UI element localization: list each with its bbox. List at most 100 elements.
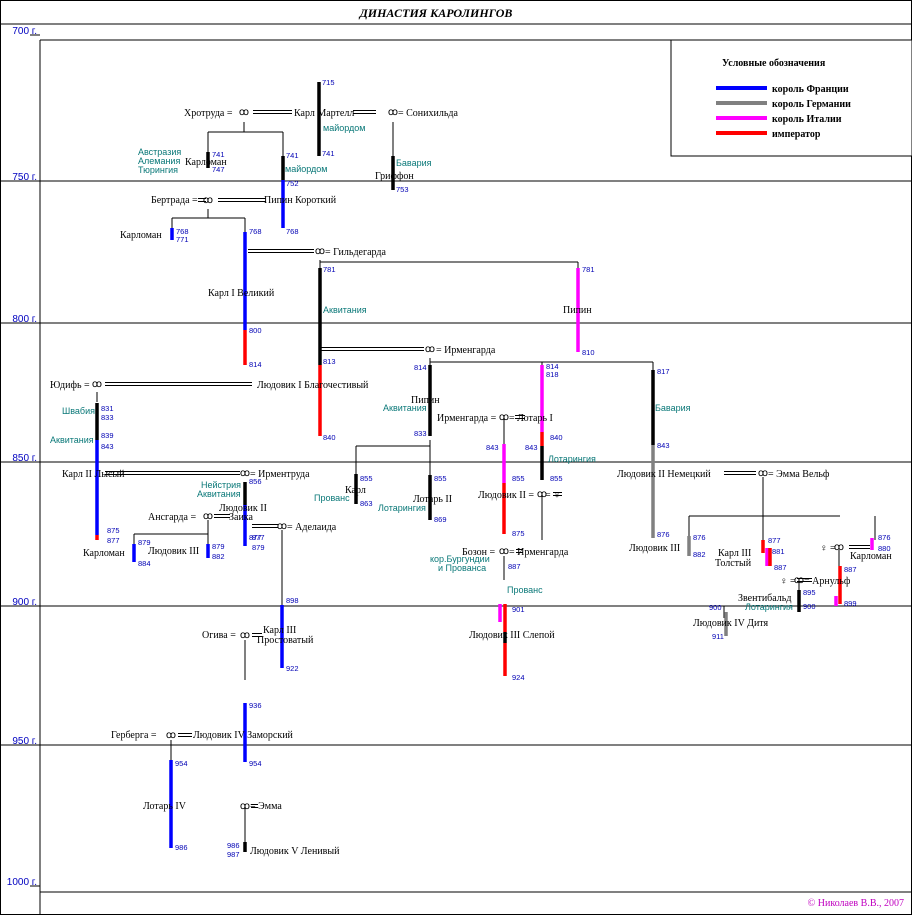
year-label: 741 <box>286 151 299 160</box>
person-name: Людовик IV Заморский <box>193 730 294 741</box>
marriage-symbol: ꝏ <box>758 468 768 479</box>
year-label: 987 <box>227 850 240 859</box>
year-label: 741 <box>212 150 225 159</box>
legend: Условные обозначения король Франции коро… <box>716 58 851 140</box>
year-label: 855 <box>360 474 373 483</box>
year-label: 986 <box>175 843 188 852</box>
person-name: Карломан <box>185 157 227 168</box>
person-name: Карл II Лысый <box>62 469 125 480</box>
year-label: 843 <box>486 443 499 452</box>
year-label: 901 <box>512 605 525 614</box>
person-name: = Ирментруда <box>250 469 310 480</box>
year-label: 875 <box>107 526 120 535</box>
region-label: Швабия <box>62 406 95 416</box>
year-label: 810 <box>582 348 595 357</box>
year-label: 855 <box>550 474 563 483</box>
person-name: = ♀ <box>545 490 561 501</box>
diagram-title: ДИНАСТИЯ КАРОЛИНГОВ <box>359 6 513 20</box>
region-label: Тюрингия <box>138 165 178 175</box>
legend-label-emperor: император <box>772 129 821 140</box>
year-label: 875 <box>512 529 525 538</box>
person-name: = Ирменгарда <box>436 345 496 356</box>
year-label: 768 <box>249 227 262 236</box>
year-label: 876 <box>693 533 706 542</box>
year-label: 954 <box>249 759 262 768</box>
year-label: 817 <box>657 367 670 376</box>
person-name: Людовик III <box>629 543 680 554</box>
year-label: 741 <box>322 149 335 158</box>
marriage-symbol: ꝏ <box>277 521 287 532</box>
region-label: Алемания <box>138 156 180 166</box>
year-label: 843 <box>657 441 670 450</box>
year-label: 882 <box>693 550 706 559</box>
year-label: 950 г. <box>12 736 37 747</box>
person-name: Простоватый <box>257 635 314 646</box>
year-label: 839 <box>101 431 114 440</box>
year-label: 840 <box>550 433 563 442</box>
person-name: Карломан <box>120 230 162 241</box>
year-label: 840 <box>323 433 336 442</box>
marriage-symbol: ꝏ <box>388 107 398 118</box>
year-label: 856 <box>249 477 262 486</box>
region-label: и Прованса <box>438 563 486 573</box>
person-name: Людовик III <box>148 546 199 557</box>
year-label: 880 <box>878 544 891 553</box>
year-label: 877 <box>107 536 120 545</box>
marriage-symbol: ꝏ <box>834 542 844 553</box>
year-label: 887 <box>844 565 857 574</box>
legend-label-germany: король Германии <box>772 99 851 110</box>
person-name: Лотарь IV <box>143 801 187 812</box>
region-label: Лотарингия <box>745 602 793 612</box>
year-label: 855 <box>512 474 525 483</box>
year-label: 752 <box>286 179 299 188</box>
year-label: 881 <box>772 547 785 556</box>
year-label: 898 <box>286 596 299 605</box>
year-label: 954 <box>175 759 188 768</box>
year-label: 895 <box>803 588 816 597</box>
person-name: = Эмма <box>250 801 282 812</box>
person-name: ♀ = <box>780 576 796 587</box>
legend-title: Условные обозначения <box>722 58 826 69</box>
person-name: ♀ = <box>820 543 836 554</box>
person-name: = Гильдегарда <box>325 247 386 258</box>
year-label: 876 <box>878 533 891 542</box>
person-name: Людовик II = <box>478 490 534 501</box>
year-label: 936 <box>249 701 262 710</box>
year-label: 869 <box>434 515 447 524</box>
person-name: Огива = <box>202 630 236 641</box>
person-name: Юдифь = <box>50 380 90 391</box>
marriage-symbol: ꝏ <box>499 412 509 423</box>
year-label: 833 <box>414 429 427 438</box>
person-name: Людовик IV Дитя <box>693 618 769 629</box>
year-label: 843 <box>101 442 114 451</box>
year-label: 800 <box>249 326 262 335</box>
year-label: 884 <box>138 559 151 568</box>
region-label: Нейстрия <box>201 480 241 490</box>
year-label: 879 <box>138 538 151 547</box>
year-label: 768 <box>176 227 189 236</box>
person-name: Звентибальд <box>738 593 791 604</box>
region-label: майордом <box>323 123 365 133</box>
year-label: 887 <box>508 562 521 571</box>
region-label: Лотарингия <box>378 503 426 513</box>
marriage-symbol: ꝏ <box>537 489 547 500</box>
person-name: = Арнульф <box>804 576 851 587</box>
year-label: 879 <box>252 543 265 552</box>
person-name: Карломан <box>850 551 892 562</box>
copyright: © Николаев В.В., 2007 <box>808 898 904 909</box>
person-name: Карломан <box>83 548 125 559</box>
marriage-symbol: ꝏ <box>794 575 804 586</box>
year-label: 833 <box>101 413 114 422</box>
legend-label-italy: король Италии <box>772 114 842 125</box>
reign-bars <box>95 82 874 852</box>
year-label: 900 г. <box>12 597 37 608</box>
region-label: кор.Бургундии <box>430 554 490 564</box>
year-label: 831 <box>101 404 114 413</box>
person-name: Толстый <box>715 558 752 569</box>
person-name: Людовик III Слепой <box>469 630 555 641</box>
person-name: Людовик I Благочестивый <box>257 380 369 391</box>
year-label: 922 <box>286 664 299 673</box>
person-name: = Лотарь I <box>509 413 553 424</box>
